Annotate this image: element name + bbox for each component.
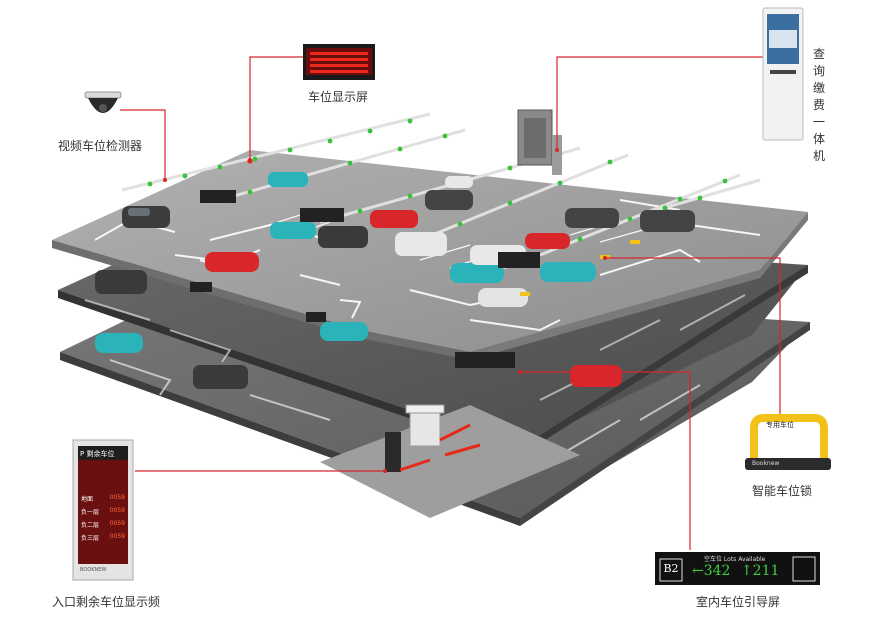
label-kiosk-char: 机: [812, 149, 825, 163]
entrance-board-count: 0059: [109, 533, 125, 540]
label-kiosk-char: 费: [812, 98, 825, 112]
entrance-board-floor: 负二层: [81, 522, 100, 529]
label-indoor-guide: 室内车位引导屏: [696, 595, 781, 609]
indoor-guide-frame: [655, 552, 820, 585]
guide-left-arrow: ←: [692, 563, 704, 579]
label-kiosk-char: 询: [812, 64, 825, 78]
entrance-board-row: 负一层 0059: [78, 505, 128, 518]
guide-right-arrow: ↑: [740, 563, 753, 579]
label-kiosk-char: 体: [812, 132, 825, 146]
guide-left-count: 342: [703, 563, 731, 579]
entrance-board-brand: P 剩余车位: [80, 450, 115, 458]
label-entrance-display: 入口剩余车位显示频: [52, 595, 161, 609]
kiosk-device: [762, 7, 804, 141]
elevator: [517, 109, 562, 175]
toll-booth: [320, 404, 580, 518]
entrance-board-row: 地面 0059: [78, 492, 128, 505]
label-kiosk-char: 查: [812, 47, 825, 61]
entrance-board-row: 负三层 0059: [78, 531, 128, 544]
entrance-board: P 剩余车位 地面 0059 负一层 0059 负二层 0059 负三层 0059 BOOKN…: [78, 446, 128, 573]
label-kiosk: 查询缴费一体机: [812, 46, 826, 165]
label-display-screen: 车位显示屏: [308, 90, 369, 104]
entrance-board-count: 0059: [109, 520, 125, 527]
callout-dots: [163, 148, 607, 473]
guide-caption: 空车位 Lots Available: [704, 556, 766, 563]
guide-right-count: 211: [752, 563, 780, 579]
entrance-board-count: 0059: [109, 507, 125, 514]
lock-icon: [745, 414, 831, 470]
entrance-board-count: 0059: [109, 494, 125, 501]
callout-lines: [120, 56, 781, 550]
entrance-board-frame: [72, 439, 134, 581]
led-display-device: [303, 44, 375, 80]
parked-cars: [95, 172, 695, 389]
entrance-board-row: 负二层 0059: [78, 518, 128, 531]
entrance-board-floor: 负三层: [81, 535, 100, 542]
guide-level: B2: [663, 562, 679, 575]
entrance-board-floor: 负一层: [81, 509, 100, 516]
label-kiosk-char: 一: [812, 115, 825, 129]
guide-counts: ←342 ↑211: [692, 563, 779, 579]
entrance-board-footer: BOOKNEW: [80, 567, 107, 573]
lock-brand-text: Booknew: [752, 460, 780, 467]
label-video-detector: 视频车位检测器: [58, 139, 143, 153]
label-kiosk-char: 缴: [812, 81, 825, 95]
camera-icon: [84, 91, 122, 113]
in-lot-guide-boards: [190, 190, 540, 368]
label-smart-lock: 智能车位锁: [752, 484, 813, 498]
lock-plate-text: 专用车位: [766, 421, 794, 429]
entrance-board-floor: 地面: [81, 496, 94, 503]
